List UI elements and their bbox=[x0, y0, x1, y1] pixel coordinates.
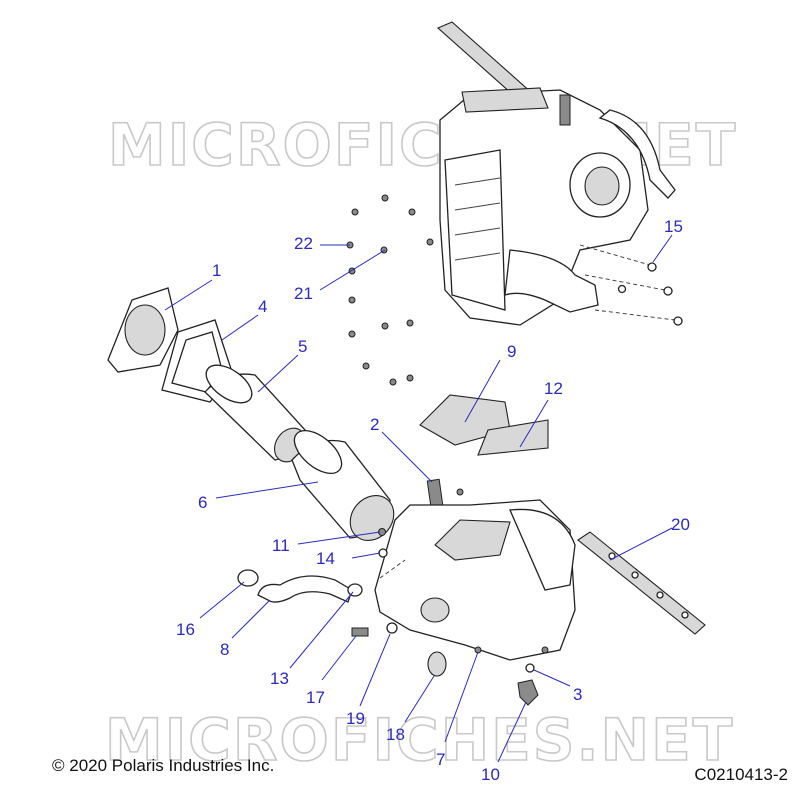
callout-4: 4 bbox=[258, 297, 267, 316]
airbox-top-opening bbox=[434, 519, 511, 561]
intake-inner bbox=[584, 166, 620, 206]
upper-airbox-assembly bbox=[436, 21, 676, 326]
copyright-notice: © 2020 Polaris Industries Inc. bbox=[52, 756, 275, 775]
callout-9: 9 bbox=[507, 342, 516, 361]
callout-11: 11 bbox=[272, 536, 290, 555]
part-16-clamp bbox=[237, 569, 259, 587]
part-18-plug bbox=[427, 651, 447, 677]
callout-13: 13 bbox=[270, 669, 289, 688]
callout-21: 21 bbox=[294, 284, 313, 303]
callout-1: 1 bbox=[212, 261, 221, 280]
callout-17: 17 bbox=[306, 688, 325, 707]
callout-12: 12 bbox=[544, 379, 563, 398]
callout-2: 2 bbox=[370, 415, 379, 434]
callout-5: 5 bbox=[298, 337, 307, 356]
part-1-filter-cover bbox=[107, 287, 179, 373]
callout-16: 16 bbox=[176, 620, 195, 639]
callout-6: 6 bbox=[198, 493, 207, 512]
fasteners-15 bbox=[617, 262, 683, 326]
housing-outlet-duct bbox=[504, 249, 599, 313]
part-14-washer bbox=[378, 548, 388, 558]
callout-22: 22 bbox=[294, 234, 313, 253]
part-13-clamp bbox=[347, 583, 363, 597]
housing-top-block bbox=[461, 87, 549, 113]
part-7-lower-airbox bbox=[374, 499, 576, 661]
part-10-drain-valve bbox=[517, 679, 539, 706]
airbox-rear-wall bbox=[509, 508, 576, 591]
part-6-outer-filter bbox=[291, 429, 395, 541]
callout-8: 8 bbox=[220, 640, 229, 659]
leader-lines bbox=[164, 234, 673, 763]
part-17-sensor bbox=[351, 627, 369, 637]
housing-right-tube bbox=[598, 109, 676, 199]
callout-7: 7 bbox=[436, 750, 445, 769]
callout-15: 15 bbox=[664, 217, 683, 236]
part-3-nut bbox=[525, 663, 535, 673]
callout-14: 14 bbox=[316, 549, 335, 568]
housing-side-panel bbox=[444, 149, 506, 311]
part-20-strap bbox=[577, 531, 706, 635]
part-5-filter-element bbox=[204, 364, 306, 463]
airbox-outlet-port bbox=[420, 597, 450, 623]
housing-clip bbox=[559, 94, 571, 126]
callout-18: 18 bbox=[386, 725, 405, 744]
callout-19: 19 bbox=[346, 709, 365, 728]
screw-cluster bbox=[346, 194, 434, 386]
callout-10: 10 bbox=[481, 765, 500, 784]
part-19-grommet bbox=[386, 622, 398, 634]
watermark-bottom: MICROFICHES.NET bbox=[105, 706, 734, 774]
callout-3: 3 bbox=[573, 685, 582, 704]
figure-code: C0210413-2 bbox=[694, 765, 788, 784]
callout-20: 20 bbox=[671, 515, 690, 534]
callouts: 1 2 3 4 5 6 7 8 9 10 11 12 13 14 15 16 1… bbox=[176, 217, 690, 784]
part-8-hose bbox=[257, 575, 353, 603]
